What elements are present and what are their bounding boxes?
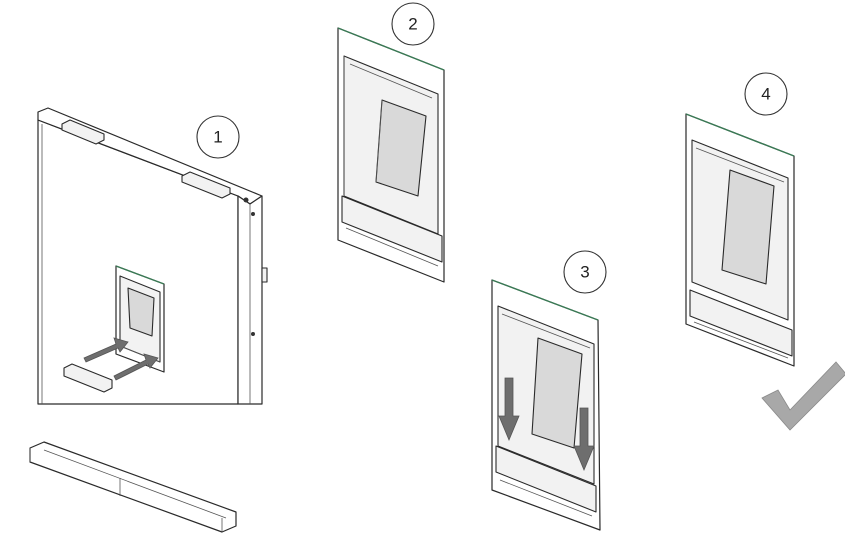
step-3-tray-slot — [495, 445, 597, 513]
step-4-tray — [689, 289, 793, 357]
step-2-dispenser-frame — [337, 27, 445, 283]
step-4-badge: 4 — [744, 72, 788, 116]
step-1-arrow-left — [83, 337, 129, 363]
step-3-arrow-right — [573, 407, 595, 472]
checkmark-icon — [761, 361, 845, 431]
step-3-arrow-left — [498, 377, 520, 442]
step-2-paddle — [375, 99, 427, 197]
door-top-handle-right — [181, 171, 231, 199]
step-4-paddle — [721, 169, 775, 285]
door-top-handle-left — [61, 119, 105, 145]
step-1-arrow-right — [113, 353, 159, 381]
door-dispenser-recess — [115, 265, 165, 373]
step-1-number: 1 — [213, 128, 222, 147]
step-4-number: 4 — [761, 85, 770, 104]
step-1-door-illustration — [37, 107, 268, 405]
step-2-tray-slot — [341, 195, 443, 263]
step-3-paddle — [531, 337, 583, 449]
step-3-number: 3 — [580, 263, 589, 282]
step-4-dispenser-frame — [685, 113, 795, 367]
step-3-dispenser-frame — [491, 279, 601, 531]
step-2-number: 2 — [408, 15, 417, 34]
step-1-badge: 1 — [196, 115, 240, 159]
step-2-badge: 2 — [391, 2, 435, 46]
step-3-badge: 3 — [563, 250, 607, 294]
drip-tray-large — [29, 441, 237, 533]
door-drip-tray-small — [63, 363, 113, 393]
door-dispenser-paddle — [127, 287, 155, 337]
